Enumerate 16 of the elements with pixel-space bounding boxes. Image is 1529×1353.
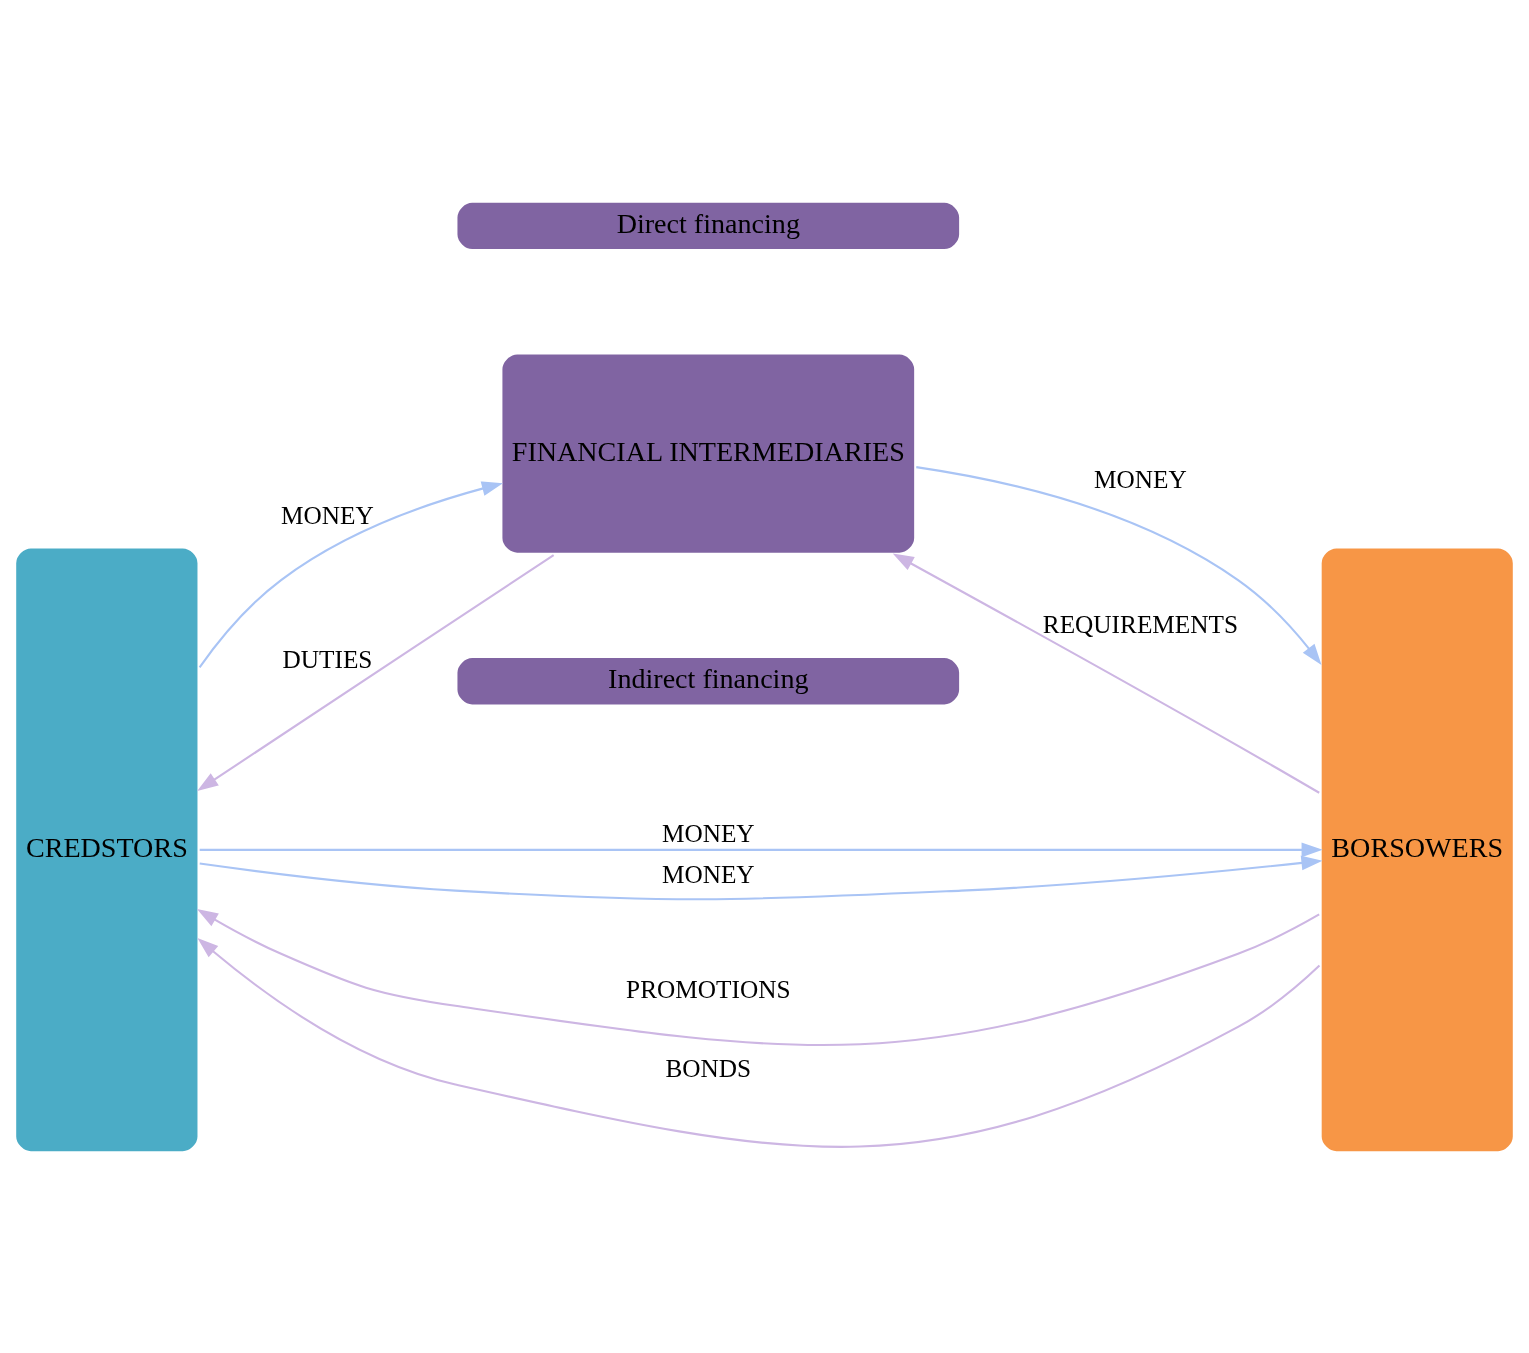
edge-label: PROMOTIONS <box>626 974 791 1003</box>
edge-label: MONEY <box>1094 464 1187 493</box>
arrow <box>892 552 1320 794</box>
arrow <box>196 908 1320 1046</box>
arrow <box>197 937 1321 1148</box>
arrow <box>916 465 1322 665</box>
edge-label: DUTIES <box>282 644 373 673</box>
arrow <box>199 855 1323 900</box>
arrow <box>199 841 1323 857</box>
arrow <box>197 553 555 791</box>
edge-label: REQUIREMENTS <box>1042 609 1239 638</box>
edge-label: MONEY <box>661 859 755 888</box>
edge-label: BONDS <box>665 1053 752 1082</box>
edge-label: MONEY <box>281 500 374 529</box>
edge-label: MONEY <box>661 818 755 847</box>
arrow <box>198 480 503 668</box>
